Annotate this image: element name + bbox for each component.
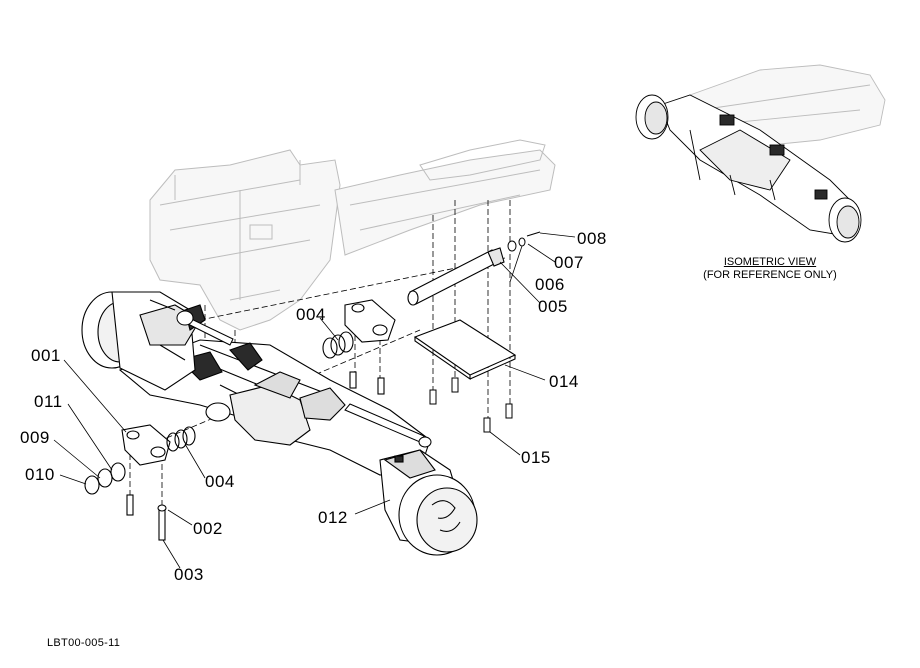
callout-011: 011: [34, 392, 63, 411]
left-wheel-hub: [81, 291, 206, 391]
left-support-bracket: [84, 424, 196, 541]
isometric-view-subtitle: (FOR REFERENCE ONLY): [703, 269, 837, 281]
isometric-view-title: ISOMETRIC VIEW: [723, 256, 817, 268]
shaft-fasteners: [507, 231, 541, 252]
callout-010: 010: [25, 465, 55, 484]
callout-009: 009: [20, 428, 50, 447]
callout-001: 001: [31, 346, 61, 365]
ghost-frame: [149, 139, 556, 331]
plate-bolts: [429, 377, 513, 433]
callout-007: 007: [554, 253, 584, 272]
mounting-plate: [413, 319, 517, 381]
right-wheel-hub: [379, 449, 478, 556]
isometric-reference-view: [635, 64, 886, 243]
leader-lines: [53, 232, 576, 569]
tie-rod: [176, 310, 432, 448]
callout-008: 008: [577, 229, 607, 248]
callout-004-lower: 004: [205, 472, 235, 491]
callout-003: 003: [174, 565, 204, 584]
callout-004-upper: 004: [296, 305, 326, 324]
callout-014: 014: [549, 372, 579, 391]
callout-015: 015: [521, 448, 551, 467]
right-support-bracket: [322, 299, 396, 395]
document-id: LBT00-005-11: [47, 637, 121, 649]
callout-005: 005: [538, 297, 568, 316]
drive-shaft: [407, 247, 505, 306]
callout-006: 006: [535, 275, 565, 294]
callout-002: 002: [193, 519, 223, 538]
callout-012: 012: [318, 508, 348, 527]
